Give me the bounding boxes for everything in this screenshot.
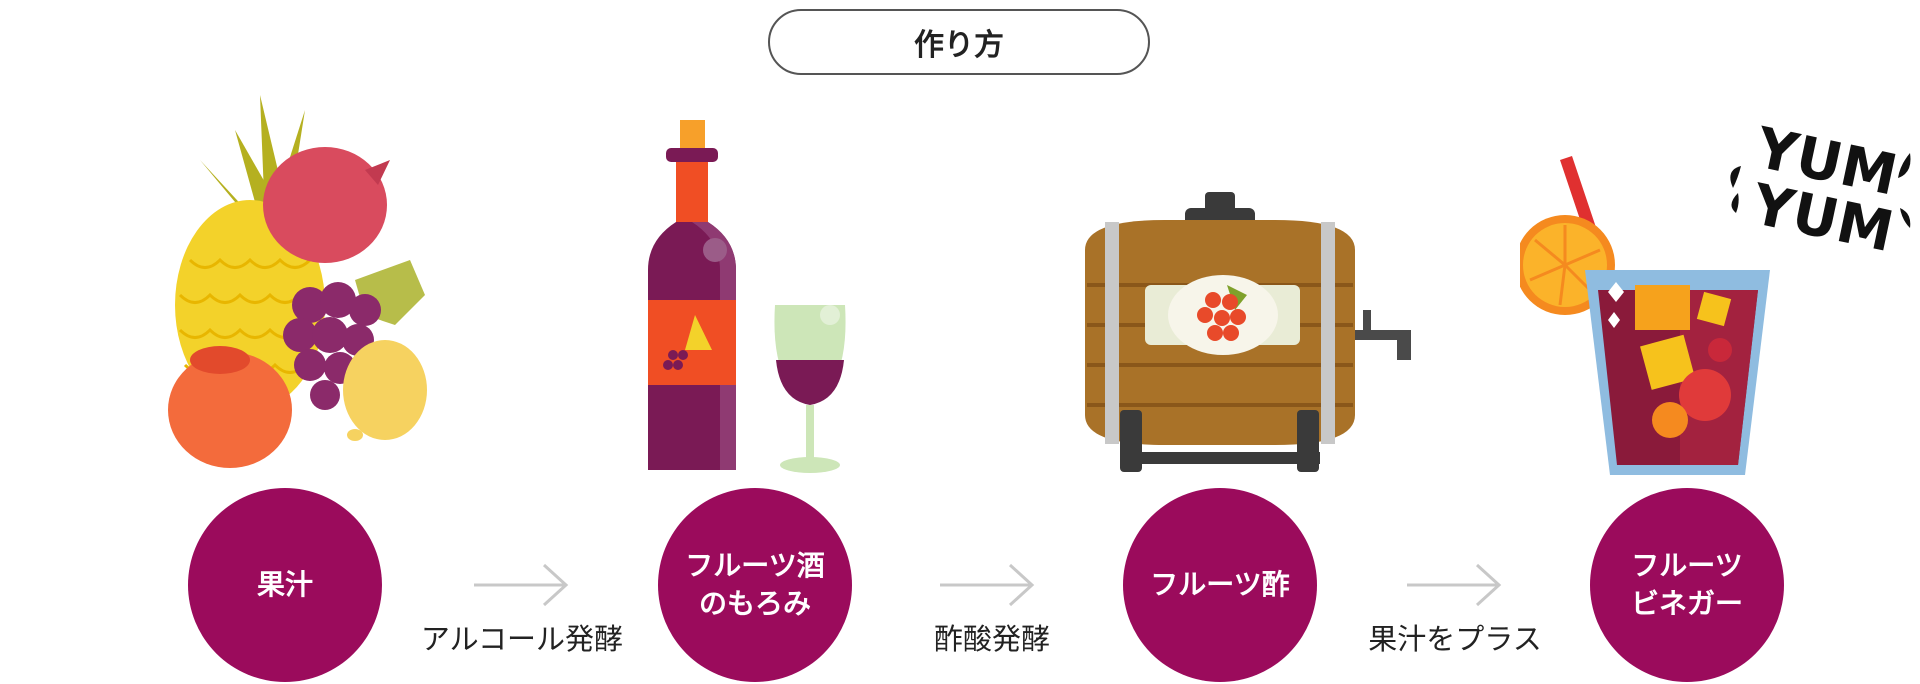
stage-label-line2: ビネガー bbox=[1631, 585, 1743, 623]
stage-fruit-juice: 果汁 bbox=[188, 488, 382, 682]
stage-label-line1: 果汁 bbox=[257, 566, 313, 604]
stage-label-line2: のもろみ bbox=[699, 585, 811, 623]
arrow-right-icon bbox=[938, 560, 1038, 610]
stage-fruit-vinegar-drink: フルーツ ビネガー bbox=[1590, 488, 1784, 682]
process-label-add-juice: 果汁をプラス bbox=[1355, 616, 1555, 658]
process-label-acetic-fermentation: 酢酸発酵 bbox=[912, 616, 1072, 658]
wine-bottle-and-glass-icon bbox=[640, 115, 870, 475]
stage-label-line1: フルーツ酒 bbox=[685, 547, 824, 585]
stage-fruit-vinegar: フルーツ酢 bbox=[1123, 488, 1317, 682]
arrow-right-icon bbox=[472, 560, 572, 610]
fruit-pile-icon bbox=[140, 90, 440, 480]
yum-yum-logo: YUM YUM bbox=[1728, 118, 1913, 268]
stage-label-line1: フルーツ bbox=[1631, 547, 1742, 585]
stage-fruit-wine-mash: フルーツ酒 のもろみ bbox=[658, 488, 852, 682]
page-title: 作り方 bbox=[768, 9, 1150, 75]
arrow-right-icon bbox=[1405, 560, 1505, 610]
process-label-alcohol-fermentation: アルコール発酵 bbox=[412, 616, 632, 658]
stage-label-line1: フルーツ酢 bbox=[1150, 566, 1289, 604]
vinegar-barrel-icon bbox=[1075, 190, 1415, 475]
